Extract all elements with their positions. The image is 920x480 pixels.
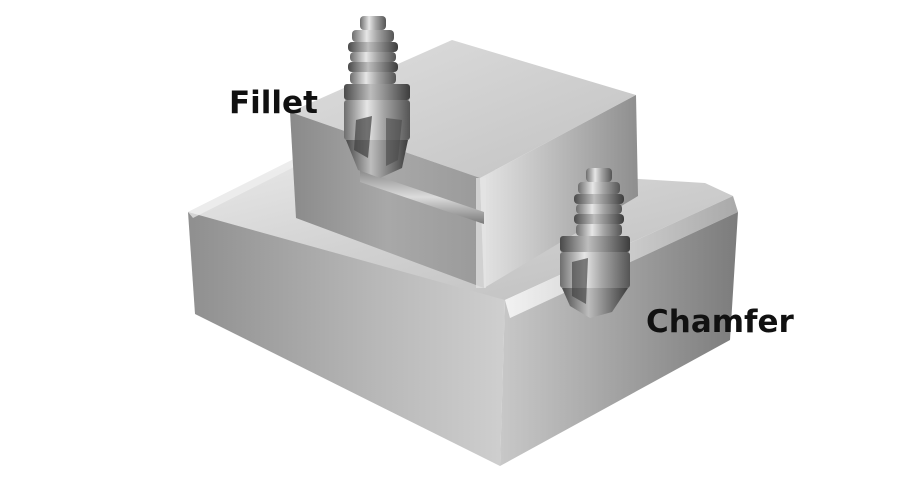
chamfer-tool (560, 168, 630, 318)
lower-block-edge-highlight (188, 158, 300, 218)
lower-block-left-face (188, 212, 505, 466)
lower-block-right-face (500, 212, 738, 466)
upper-block-edge-highlight (476, 178, 486, 288)
upper-block-front-face (290, 112, 484, 288)
fillet-label: Fillet (229, 85, 318, 121)
chamfer-label: Chamfer (646, 304, 794, 340)
upper-block-right-face (480, 95, 638, 288)
fillet-groove (360, 170, 484, 224)
fillet-tool (344, 16, 410, 178)
